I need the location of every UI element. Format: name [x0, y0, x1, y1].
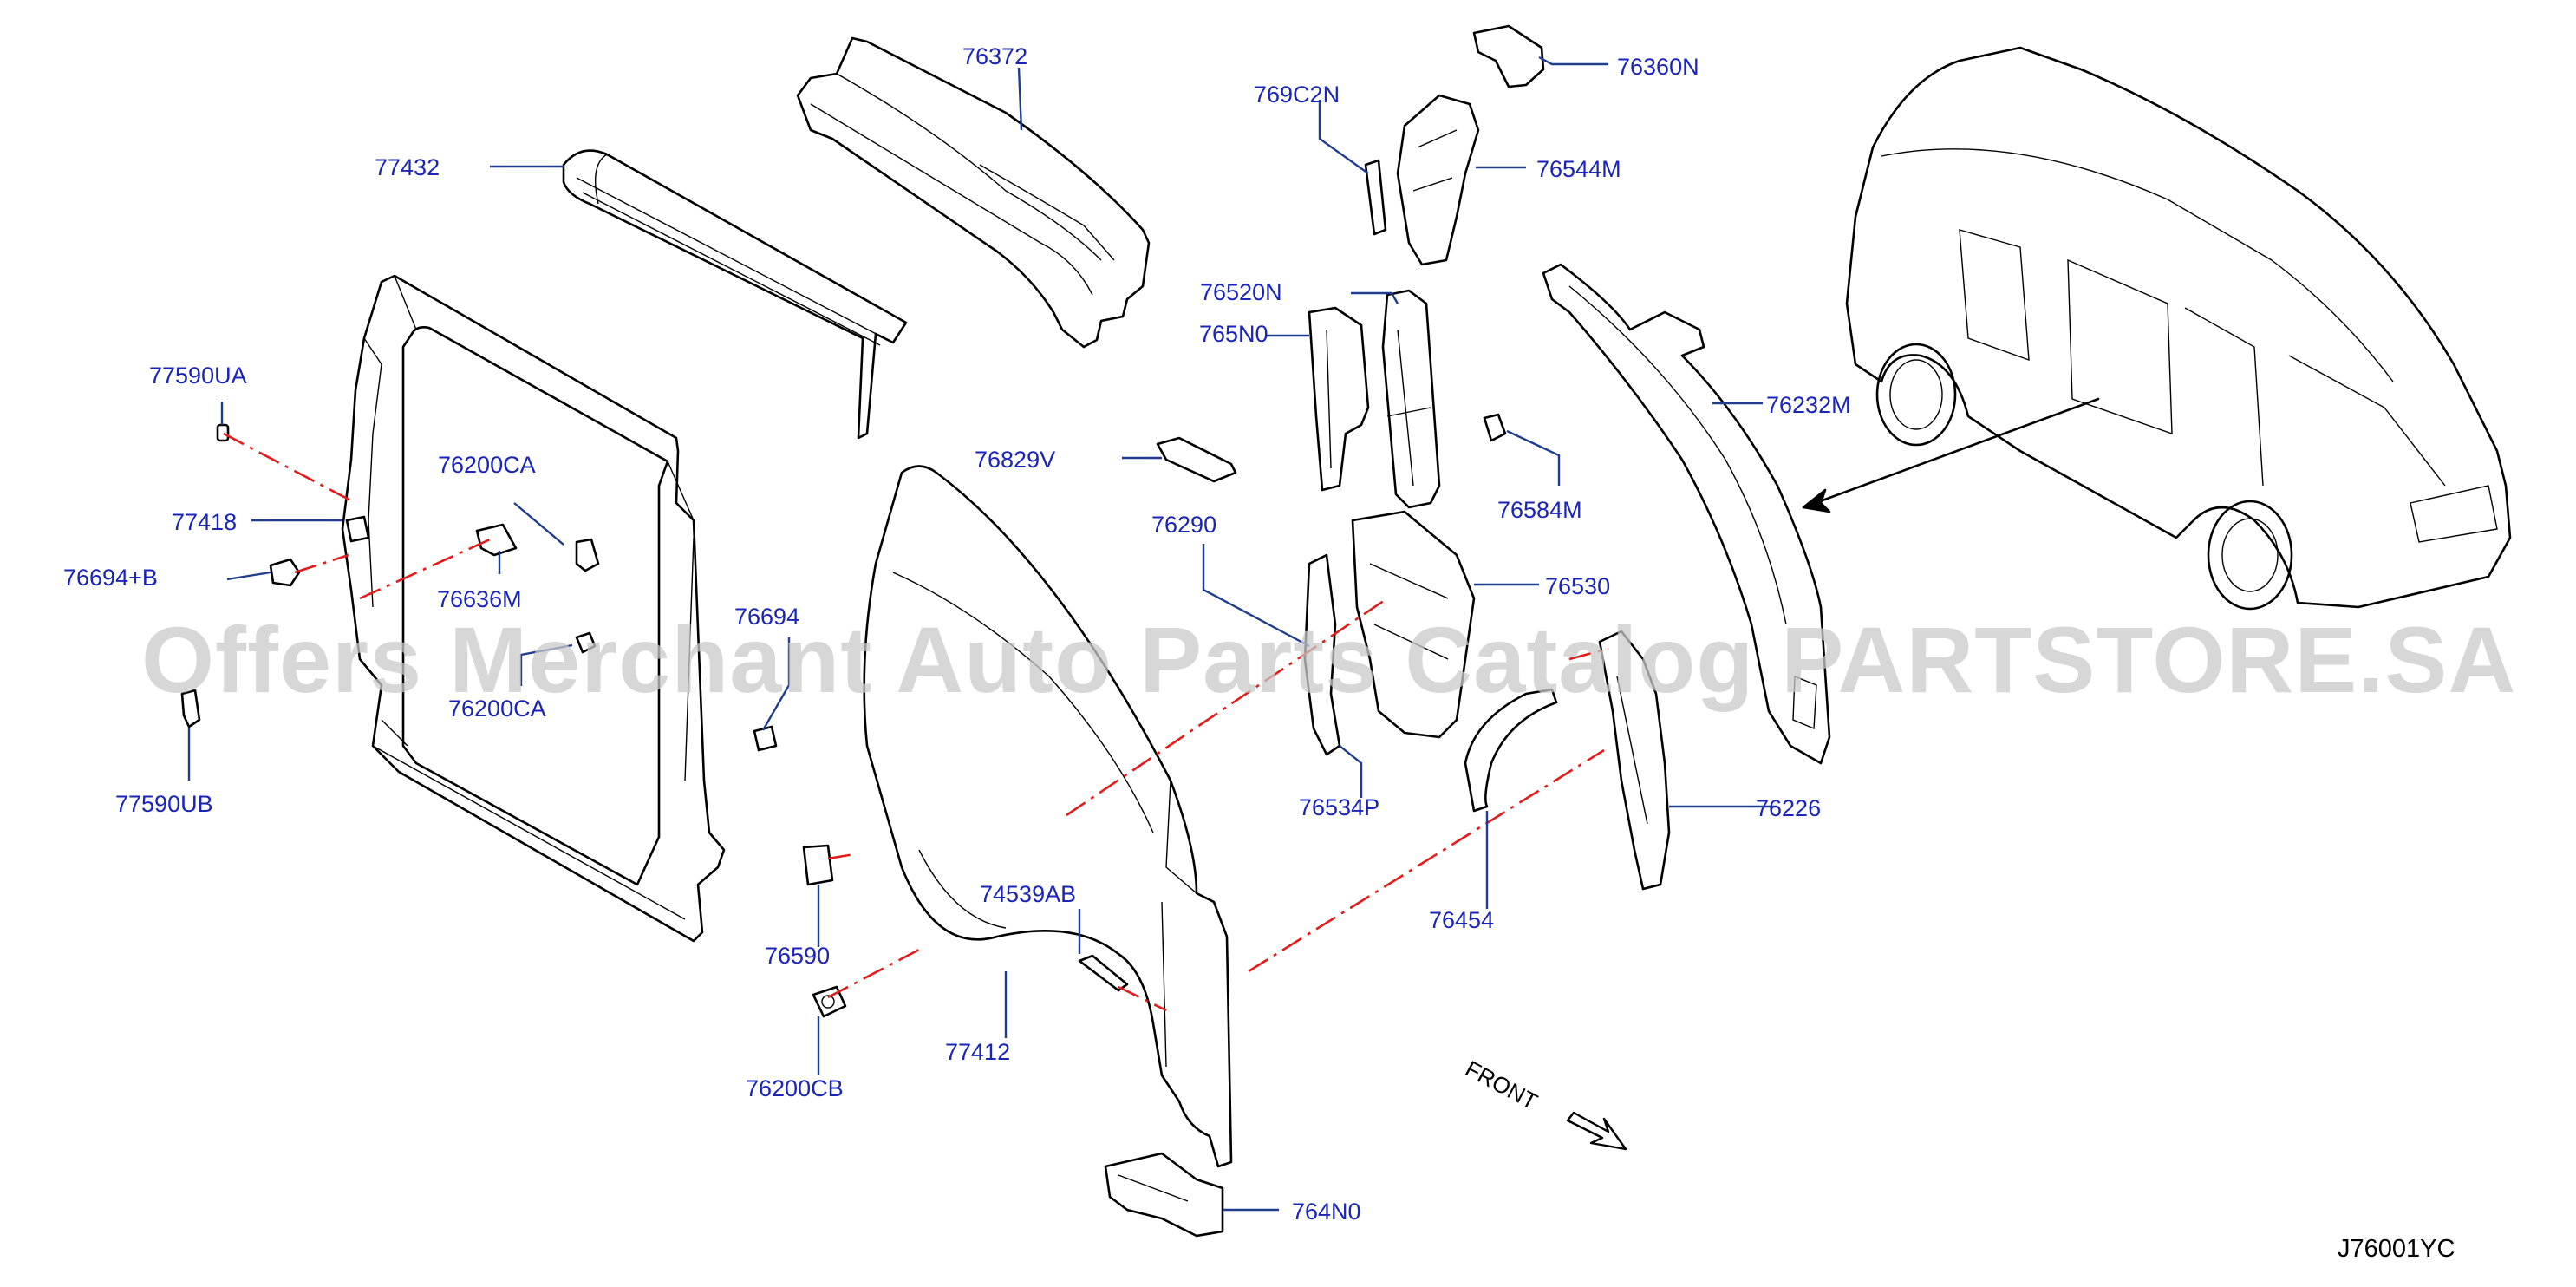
front-arrow-icon: [1566, 1111, 1627, 1151]
part-76372-roof-side-panel: [796, 36, 1151, 349]
diagram-code: J76001YC: [2338, 1235, 2455, 1263]
callout-765N0: 765N0: [1199, 321, 1268, 347]
vehicle-illustration: [1802, 46, 2512, 611]
callout-76200CA-lower: 76200CA: [448, 696, 546, 722]
callout-76360N: 76360N: [1617, 54, 1699, 80]
part-77590UA-clip: [216, 423, 230, 442]
part-76520N-pillar-inner: [1381, 289, 1441, 509]
callout-76590: 76590: [765, 943, 830, 969]
callout-76232M: 76232M: [1766, 392, 1851, 418]
callout-76584M: 76584M: [1497, 497, 1582, 523]
callout-74539AB: 74539AB: [980, 881, 1076, 907]
part-77412-front-fender: [863, 465, 1233, 1168]
assembly-lines: [223, 432, 1609, 1012]
callout-76530: 76530: [1545, 573, 1610, 599]
callout-77590UA: 77590UA: [149, 363, 247, 389]
callout-76829V: 76829V: [975, 447, 1055, 473]
callout-76694: 76694: [734, 604, 799, 630]
part-76200CA-plug-lower: [575, 631, 597, 654]
callout-76226: 76226: [1756, 795, 1821, 821]
part-76544M-panel: [1396, 94, 1480, 266]
callout-76636M: 76636M: [437, 586, 522, 612]
part-77418-bracket: [345, 515, 370, 543]
part-77432-roof-header: [562, 149, 908, 440]
callout-76372: 76372: [962, 43, 1027, 69]
callout-76200CA-upper: 76200CA: [438, 452, 536, 478]
callout-77432: 77432: [375, 154, 440, 180]
front-direction-indicator: FRONT: [1461, 1055, 1627, 1151]
part-76590-bracket: [802, 844, 834, 886]
leader-lines: [187, 56, 1777, 1212]
callout-76200CB: 76200CB: [746, 1075, 844, 1101]
part-76200CB-grommet: [812, 985, 847, 1018]
part-76694B-clip: [269, 558, 301, 587]
callout-76694B: 76694+B: [63, 565, 158, 591]
callout-76534P: 76534P: [1299, 794, 1379, 820]
part-77590UB-clip: [180, 689, 201, 728]
part-76694-clip: [753, 725, 778, 752]
callout-77590UB: 77590UB: [115, 791, 213, 817]
part-76360N-bracket: [1472, 24, 1545, 88]
part-76530-panel: [1351, 510, 1476, 739]
part-76232M-pillar-outer: [1542, 263, 1831, 765]
part-764N0-bracket: [1104, 1152, 1224, 1238]
front-label: FRONT: [1461, 1055, 1542, 1115]
callout-76544M: 76544M: [1536, 156, 1621, 182]
callout-77418: 77418: [172, 509, 237, 535]
callout-764N0: 764N0: [1292, 1199, 1361, 1225]
callout-769C2N: 769C2N: [1254, 82, 1340, 108]
callout-77412: 77412: [945, 1039, 1010, 1065]
part-76226-pillar-reinforcement: [1598, 630, 1671, 891]
callout-76454: 76454: [1429, 907, 1494, 933]
callout-labels: 77432 76372 76360N 769C2N 76544M 76520N …: [63, 43, 1851, 1225]
part-76584M-clip: [1483, 413, 1507, 442]
part-76200CA-plug-upper: [575, 538, 600, 572]
part-765N0-pillar-reinforcement: [1308, 306, 1370, 492]
part-76636M-bracket: [475, 523, 518, 557]
watermark: Offers Merchant Auto Parts Catalog PARTS…: [141, 607, 2516, 712]
callout-76290: 76290: [1151, 512, 1216, 538]
callout-76520N: 76520N: [1200, 279, 1282, 305]
part-769C2N-bracket: [1364, 159, 1387, 236]
part-side-body-frame: [341, 274, 726, 943]
part-74539AB-bolt: [1078, 954, 1129, 992]
part-76829V-bracket: [1156, 436, 1237, 483]
part-76454-wheelhouse: [1464, 688, 1558, 813]
